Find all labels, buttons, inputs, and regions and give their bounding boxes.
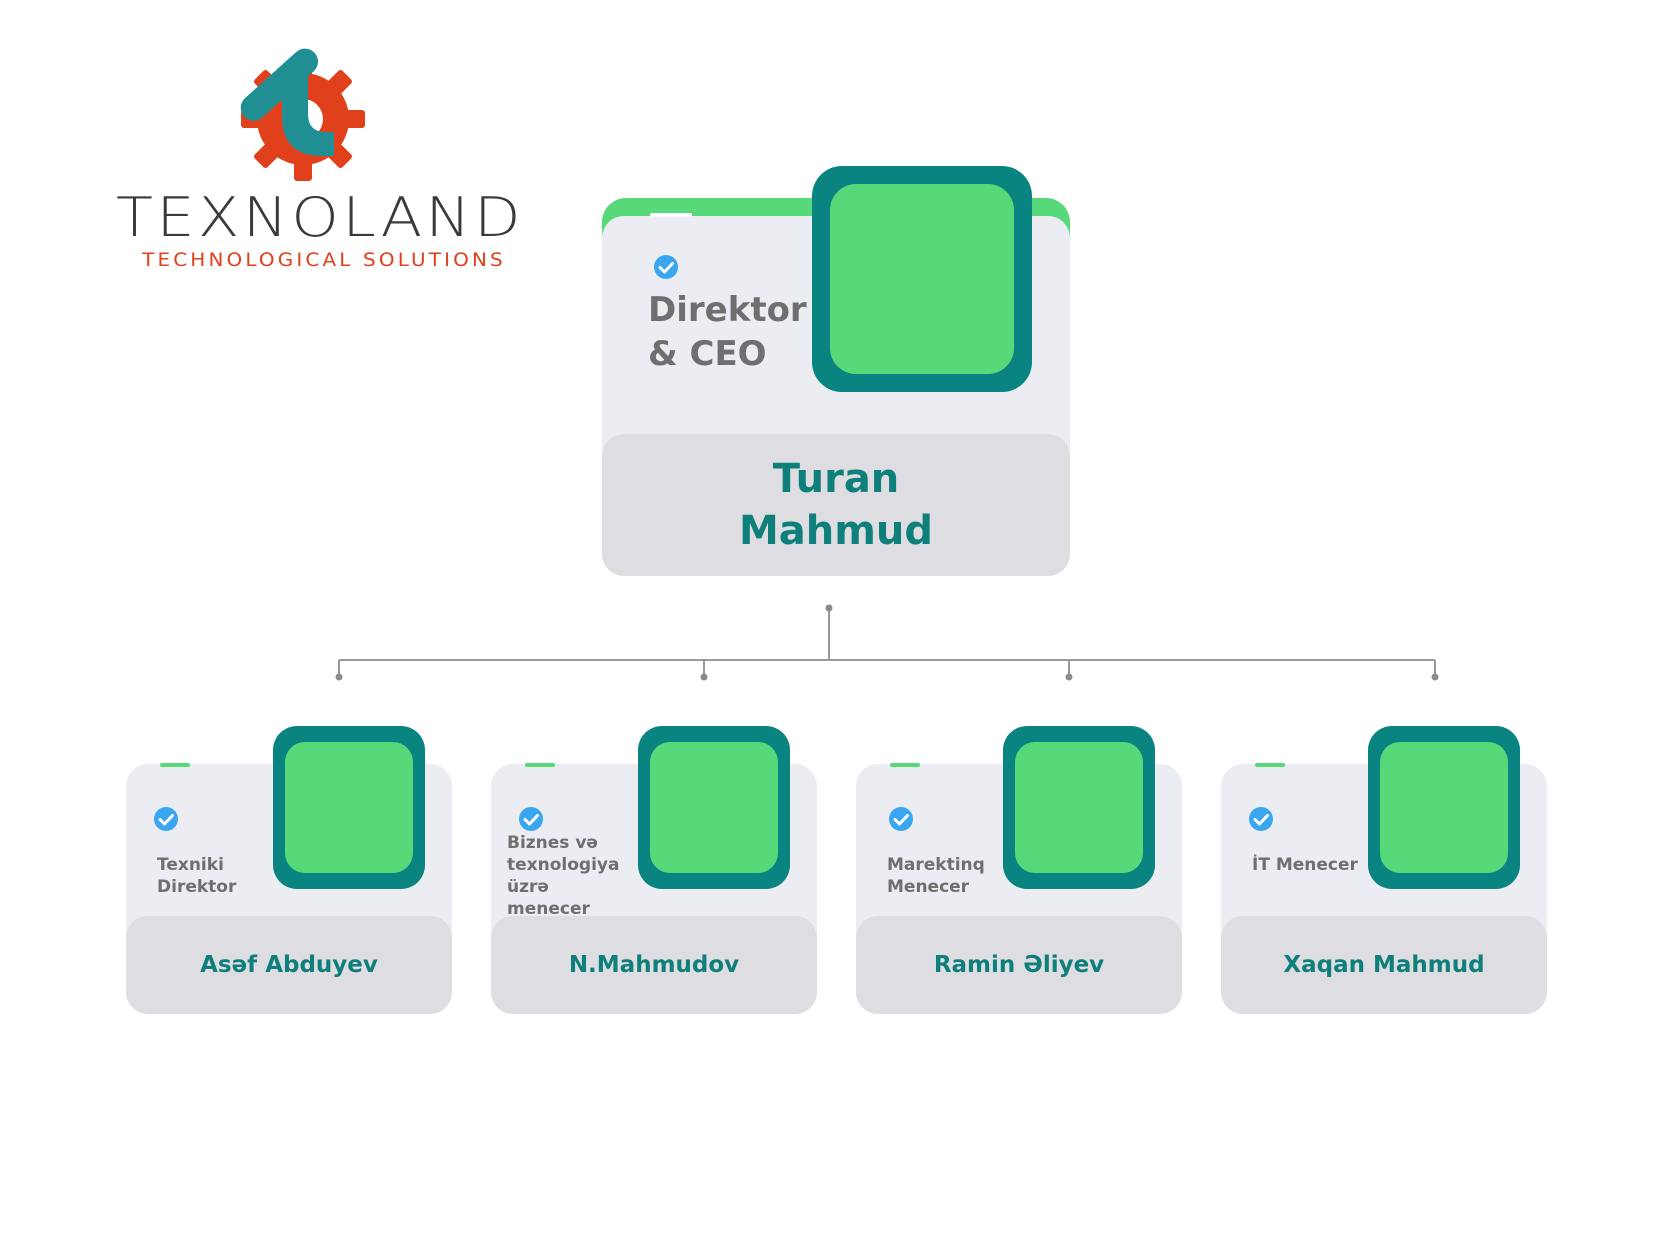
report-photo-frame (273, 726, 425, 889)
ceo-name-first: Turan (772, 456, 900, 502)
ceo-role: Direktor & CEO (648, 290, 807, 374)
report-photo-frame (1368, 726, 1520, 889)
ceo-name-last: Mahmud (738, 508, 934, 554)
card-tab-marker (525, 763, 555, 767)
report-role: Marektinq Menecer (887, 855, 985, 897)
org-connector-lines (335, 604, 1439, 681)
report-card-2[interactable]: Biznes və texnologiya üzrə menecer N.Mah… (491, 726, 817, 1014)
ceo-card[interactable]: Direktor & CEO Turan Mahmud (602, 166, 1070, 576)
ceo-name-panel: Turan Mahmud (602, 434, 1070, 576)
report-name-panel: Xaqan Mahmud (1221, 916, 1547, 1014)
report-role: Biznes və texnologiya üzrə menecer (507, 833, 620, 919)
report-photo-placeholder (1380, 742, 1508, 873)
verified-check-icon (1249, 807, 1273, 831)
company-logo: TEXNOLAND TECHNOLOGICAL SOLUTIONS (60, 44, 580, 274)
ceo-photo-frame (812, 166, 1032, 392)
report-role: İT Menecer (1252, 855, 1358, 875)
report-photo-placeholder (650, 742, 778, 873)
card-tab-marker (1255, 763, 1285, 767)
logo-tagline: TECHNOLOGICAL SOLUTIONS (142, 249, 506, 271)
card-tab-marker (890, 763, 920, 767)
report-photo-placeholder (285, 742, 413, 873)
verified-check-icon (154, 807, 178, 831)
report-photo-frame (638, 726, 790, 889)
verified-check-icon (519, 807, 543, 831)
report-name-panel: Asəf Abduyev (126, 916, 452, 1014)
logo-wordmark: TEXNOLAND (116, 186, 524, 249)
report-role: Texniki Direktor (157, 855, 237, 897)
report-card-4[interactable]: İT Menecer Xaqan Mahmud (1221, 726, 1547, 1014)
card-tab-marker (160, 763, 190, 767)
gear-t-logo-icon (240, 48, 365, 181)
report-photo-frame (1003, 726, 1155, 889)
report-name-panel: N.Mahmudov (491, 916, 817, 1014)
verified-check-icon (654, 255, 678, 279)
ceo-photo-placeholder (830, 184, 1014, 374)
report-photo-placeholder (1015, 742, 1143, 873)
report-card-1[interactable]: Texniki Direktor Asəf Abduyev (126, 726, 452, 1014)
verified-check-icon (889, 807, 913, 831)
report-name-panel: Ramin Əliyev (856, 916, 1182, 1014)
card-tab-marker (650, 213, 692, 217)
report-card-3[interactable]: Marektinq Menecer Ramin Əliyev (856, 726, 1182, 1014)
